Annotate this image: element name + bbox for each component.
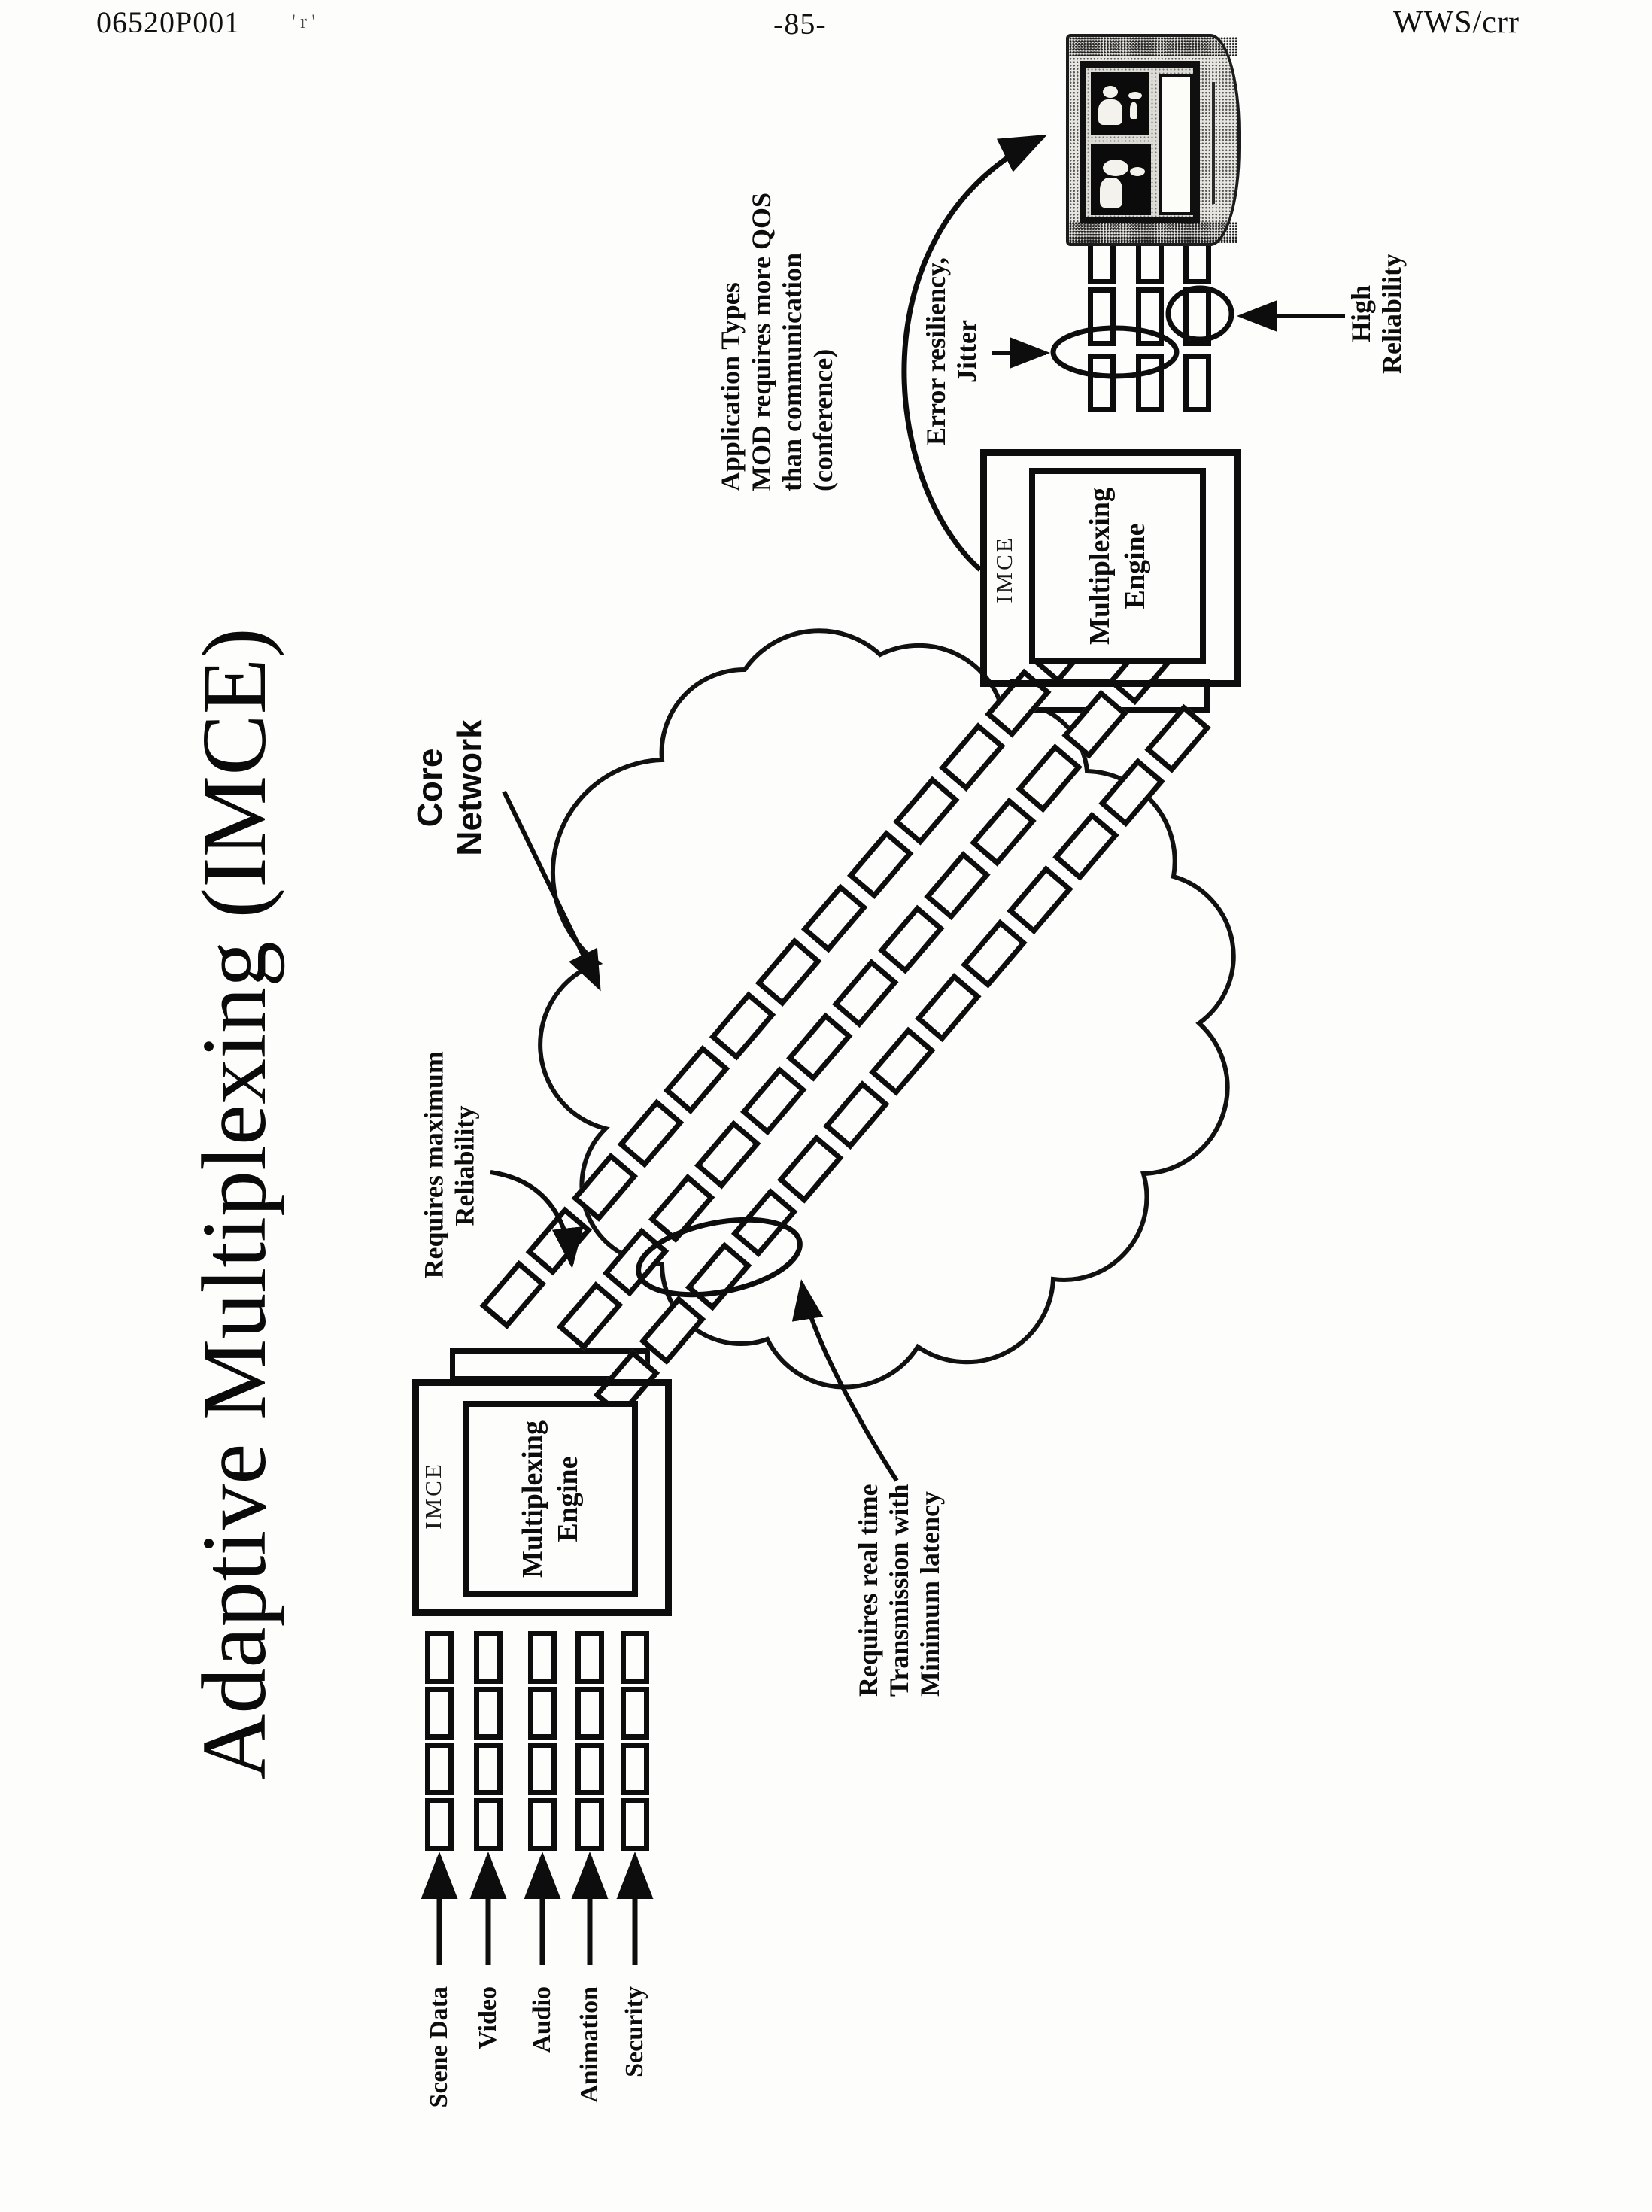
monitor-screen [1080, 61, 1200, 223]
figure-body-icon [1100, 178, 1122, 208]
requires-realtime-line3: Minimum latency [914, 1491, 945, 1697]
app-types-line1: Application Types [715, 282, 746, 491]
figure-detail-icon [1130, 167, 1145, 176]
app-types-line3: than communication [776, 252, 807, 491]
figure-title: Adaptive Multiplexing (IMCE) [184, 627, 285, 1780]
output-packet [1136, 354, 1164, 412]
requires-max-line1: Requires maximum [418, 1051, 448, 1279]
input-packet [528, 1798, 557, 1851]
input-label-video: Video [474, 1986, 502, 2049]
app-types-line2: MOD requires more QOS [746, 193, 776, 491]
left-imce-box [412, 1379, 672, 1616]
video-thumbnail-1 [1091, 72, 1149, 135]
left-multiplexing-engine-box [463, 1401, 638, 1597]
core-network-line2: Network [450, 719, 489, 856]
right-imce-label: IMCE [991, 536, 1017, 603]
output-packet [1183, 287, 1211, 346]
input-packet [425, 1743, 454, 1795]
error-resiliency-line2: Jitter [952, 320, 982, 383]
monitor-top-bezel [1069, 37, 1237, 56]
requires-realtime-line1: Requires real time [852, 1484, 883, 1697]
right-engine-line2: Engine [1119, 523, 1151, 609]
video-thumbnail-2 [1091, 144, 1151, 215]
input-packet [621, 1631, 649, 1684]
error-resiliency-line1: Error resiliency, [921, 257, 951, 445]
input-packet [621, 1687, 649, 1740]
requires-realtime-line2: Transmission with [883, 1484, 914, 1697]
figure-body-icon [1098, 99, 1122, 125]
input-packet [575, 1687, 604, 1740]
right-engine-line1: Multiplexing [1083, 487, 1116, 646]
high-reliability-line1: High [1346, 284, 1376, 343]
input-packet [474, 1743, 503, 1795]
display-terminal [1066, 34, 1241, 246]
figure-detail-icon [1128, 92, 1142, 99]
input-packet [575, 1798, 604, 1851]
monitor-side-highlight [1212, 82, 1215, 204]
input-packet [425, 1798, 454, 1851]
core-network-label: Core Network [408, 709, 491, 867]
input-label-animation: Animation [575, 1986, 603, 2103]
scan-stray-marks: ' r ' [292, 11, 316, 32]
figure-detail-icon [1130, 102, 1137, 119]
output-packet [1088, 354, 1116, 412]
output-packet [1183, 354, 1211, 412]
input-packet [575, 1631, 604, 1684]
requires-realtime-label: Requires real time Transmission with Min… [852, 1484, 946, 1697]
input-packet [621, 1798, 649, 1851]
left-engine-line2: Engine [551, 1456, 584, 1542]
app-types-line4: (conference) [807, 348, 838, 491]
input-packet [474, 1687, 503, 1740]
requires-max-label: Requires maximum Reliability [418, 1051, 481, 1279]
docket-number: 06520P001 [96, 5, 241, 39]
figure-head-icon [1103, 160, 1128, 176]
application-types-label: Application Types MOD requires more QOS … [715, 193, 839, 491]
requires-max-line2: Reliability [449, 1105, 479, 1226]
input-packet [528, 1743, 557, 1795]
input-packet [474, 1631, 503, 1684]
right-engine-label: Multiplexing Engine [1029, 468, 1206, 664]
examiner-initials: WWS/crr [1393, 5, 1520, 40]
screen-side-panel [1159, 74, 1193, 215]
left-imce-label: IMCE [420, 1462, 446, 1530]
output-packet [1088, 287, 1116, 346]
input-label-audio: Audio [528, 1986, 556, 2053]
input-label-scene-data: Scene Data [425, 1986, 453, 2108]
left-engine-line1: Multiplexing [516, 1420, 548, 1578]
error-resiliency-label: Error resiliency, Jitter [921, 254, 982, 448]
input-packet [425, 1631, 454, 1684]
figure-head-icon [1103, 86, 1118, 98]
page-number: -85- [773, 7, 827, 41]
input-packet [575, 1743, 604, 1795]
output-packet [1136, 287, 1164, 346]
input-packet [528, 1687, 557, 1740]
monitor-bottom-bezel [1069, 222, 1237, 243]
input-packet [425, 1687, 454, 1740]
high-reliability-label: High Reliability [1346, 247, 1408, 381]
core-network-line1: Core [410, 748, 449, 828]
input-label-security: Security [621, 1986, 648, 2077]
left-engine-label: Multiplexing Engine [463, 1401, 638, 1597]
high-reliability-line2: Reliability [1377, 254, 1407, 374]
input-packet [528, 1631, 557, 1684]
input-packet [621, 1743, 649, 1795]
input-packet [474, 1798, 503, 1851]
